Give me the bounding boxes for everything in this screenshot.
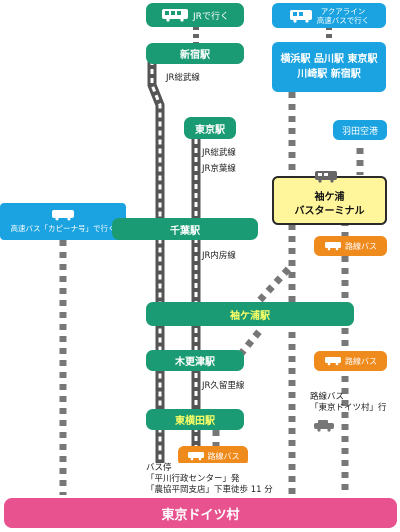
route-bus-3-label: 路線バス <box>207 451 240 461</box>
line-kururi-label: JR久留里線 <box>202 381 245 391</box>
line-keiyo-label: JR京葉線 <box>202 164 236 174</box>
bus-icon <box>289 9 312 23</box>
terminal-line1: 袖ケ浦 <box>314 191 345 203</box>
terminal-line2: バスターミナル <box>294 205 365 217</box>
haneda-airport-label: 羽田空港 <box>341 126 378 137</box>
bus-icon <box>325 357 341 366</box>
bus-icon <box>187 452 204 461</box>
station-higashiyokota-label: 東横田駅 <box>175 416 215 427</box>
bus-origins-line1: 横浜駅 品川駅 東京駅 <box>280 54 378 65</box>
line-sobu-label-2: JR総武線 <box>202 148 236 158</box>
bus-icon <box>315 171 337 183</box>
bus-origins-box: 横浜駅 品川駅 東京駅 川崎駅 新宿駅 <box>272 42 386 92</box>
station-tokyo-label: 東京駅 <box>195 124 225 136</box>
bus-origins-line2: 川崎駅 新宿駅 <box>297 69 361 80</box>
bus-stop-note-line2: 「平川行政センター」発 <box>146 474 240 485</box>
train-icon <box>162 9 189 22</box>
route-bus-3: 路線バス <box>178 446 248 466</box>
destination-label: 東京ドイツ村 <box>161 507 240 523</box>
sodegaura-bus-terminal: 袖ケ浦 バスターミナル <box>272 171 387 225</box>
jr-route-label: JRで行く <box>193 11 229 22</box>
station-shinjuku: 新宿駅 <box>146 43 244 64</box>
route-bus-2-label: 路線バス <box>345 356 377 366</box>
jr-route-header: JRで行く <box>146 3 244 27</box>
line-uchibo-label: JR内房線 <box>202 251 236 261</box>
bus-stop-note: バス停 「平川行政センター」発 「農協平岡支店」下車徒歩 11 分 <box>146 463 273 497</box>
aqualine-route-header: アクアライン 高速バスで行く <box>272 3 386 28</box>
destination-tokyo-german-village: 東京ドイツ村 <box>4 498 397 528</box>
bus-stop-note-line1: バス停 <box>146 463 172 473</box>
station-kisarazu-label: 木更津駅 <box>175 357 215 368</box>
station-kisarazu: 木更津駅 <box>146 350 244 371</box>
station-sodegaura: 袖ケ浦駅 <box>146 302 354 326</box>
station-higashiyokota: 東横田駅 <box>146 409 244 430</box>
bus-stop-note-line3: 「農協平岡支店」下車徒歩 11 分 <box>146 485 273 496</box>
station-chiba-label: 千葉駅 <box>170 225 200 237</box>
route-bus-note-line2: 「東京ドイツ村」行 <box>310 403 387 414</box>
station-tokyo: 東京駅 <box>184 117 236 139</box>
route-bus-note: 路線バス 「東京ドイツ村」行 <box>310 392 387 414</box>
line-sobu-label-1: JR総武線 <box>166 73 200 83</box>
route-bus-2: 路線バス <box>314 351 387 371</box>
aqualine-label-1: アクアライン <box>320 6 366 16</box>
route-bus-1-label: 路線バス <box>345 241 377 251</box>
route-bus-1: 路線バス <box>314 236 387 256</box>
aqualine-label-2: 高速バスで行く <box>316 15 370 25</box>
car-icon <box>314 420 334 432</box>
bus-icon <box>52 210 74 221</box>
station-shinjuku-label: 新宿駅 <box>180 50 210 61</box>
station-sodegaura-label: 袖ケ浦駅 <box>230 310 270 322</box>
highway-bus-label: 高速バス「カピーナ号」で行く <box>10 224 116 233</box>
bus-icon <box>325 242 341 251</box>
haneda-airport-box: 羽田空港 <box>333 120 387 140</box>
station-chiba: 千葉駅 <box>112 218 258 240</box>
route-bus-note-line1: 路線バス <box>310 392 345 402</box>
highway-bus-kapina-box: 高速バス「カピーナ号」で行く <box>0 203 126 240</box>
